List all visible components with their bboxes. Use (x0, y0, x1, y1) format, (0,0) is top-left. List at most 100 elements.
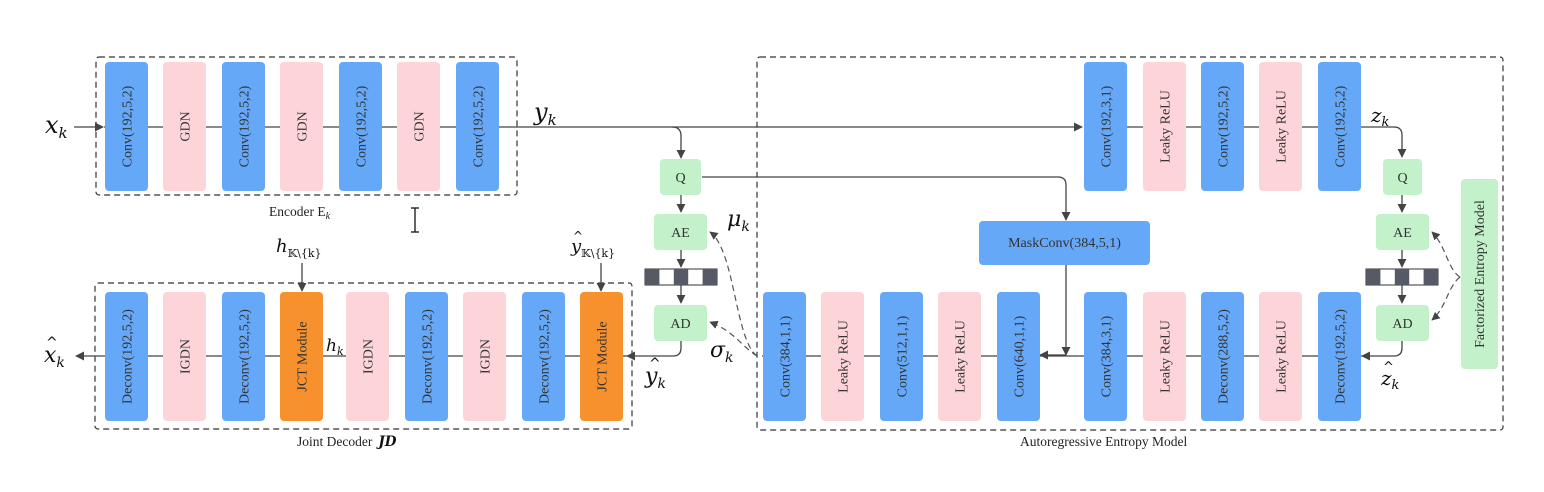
hyper-encoder-block-2: Conv(192,5,2) (1201, 62, 1244, 191)
svg-text:Q: Q (675, 171, 685, 186)
encoder-block-2: Conv(192,5,2) (222, 62, 265, 191)
bitstream-left (644, 268, 718, 286)
symbol-x-hat-out: xk ^ (44, 335, 65, 371)
decoder-block-label-5: Deconv(192,5,2) (421, 309, 436, 404)
q-left: Q (660, 159, 701, 195)
svg-text:y𝕂\{k}: y𝕂\{k} (570, 236, 615, 260)
svg-text:AE: AE (671, 226, 690, 241)
encoder-block-label-6: Conv(192,5,2) (472, 85, 487, 167)
symbol-mu: μk (727, 207, 750, 235)
svg-text:Q: Q (1397, 171, 1407, 186)
svg-text:zk: zk (1380, 366, 1400, 393)
symbol-h-set: h𝕂\{k} (276, 236, 322, 260)
encoder-block-1: GDN (163, 62, 206, 191)
decoder-block-label-3: JCT Module (296, 321, 311, 391)
entropy-block-label-7: Deconv(288,5,2) (1217, 309, 1232, 404)
ae-right: AE (1376, 214, 1429, 250)
entropy-block-5: Conv(384,3,1) (1084, 292, 1127, 421)
entropy-block-label-6: Leaky ReLU (1159, 320, 1174, 393)
decoder-block-3: JCT Module (280, 292, 323, 421)
entropy-block-label-9: Deconv(192,5,2) (1334, 309, 1349, 404)
svg-text:AD: AD (670, 317, 690, 332)
entropy-block-4: Conv(640,1,1) (997, 292, 1040, 421)
svg-text:^: ^ (46, 335, 58, 351)
factorized-entropy-model: Factorized Entropy Model (1461, 179, 1498, 369)
svg-text:AD: AD (1392, 317, 1412, 332)
encoder-block-3: GDN (280, 62, 323, 191)
hyper-encoder-block-label-1: Leaky ReLU (1159, 90, 1174, 163)
entropy-model-frame (756, 56, 1504, 431)
hyper-encoder-block-label-3: Leaky ReLU (1275, 90, 1290, 163)
decoder-block-5: Deconv(192,5,2) (405, 292, 448, 421)
decoder-block-label-4: IGDN (362, 339, 377, 374)
symbol-z: zk (1370, 103, 1390, 130)
hyper-encoder-block-label-0: Conv(192,3,1) (1100, 85, 1115, 167)
ad-right: AD (1376, 305, 1429, 341)
svg-text:^: ^ (573, 229, 583, 243)
encoder-block-0: Conv(192,5,2) (105, 62, 148, 191)
svg-text:AE: AE (1393, 226, 1412, 241)
entropy-model-caption: Autoregressive Entropy Model (1020, 434, 1187, 449)
svg-text:^: ^ (649, 356, 661, 372)
svg-text:^: ^ (1383, 360, 1394, 375)
svg-text:MaskConv(384,5,1): MaskConv(384,5,1) (1008, 236, 1121, 251)
decoder-block-label-6: IGDN (479, 339, 494, 374)
encoder-caption: Encoder Ek (269, 204, 331, 222)
entropy-block-7: Deconv(288,5,2) (1201, 292, 1244, 421)
decoder-block-0: Deconv(192,5,2) (105, 292, 148, 421)
decoder-block-2: Deconv(192,5,2) (222, 292, 265, 421)
entropy-block-8: Leaky ReLU (1259, 292, 1302, 421)
bitstream-right (1365, 268, 1439, 286)
hyper-encoder-block-4: Conv(192,5,2) (1318, 62, 1361, 191)
decoder-block-label-2: Deconv(192,5,2) (238, 309, 253, 404)
hyper-encoder-block-1: Leaky ReLU (1143, 62, 1186, 191)
text-cursor-icon (411, 207, 419, 233)
encoder-block-5: GDN (397, 62, 440, 191)
entropy-block-label-3: Leaky ReLU (954, 320, 969, 393)
decoder-block-6: IGDN (463, 292, 506, 421)
symbol-sigma: σk (710, 338, 734, 366)
entropy-block-1: Leaky ReLU (821, 292, 864, 421)
encoder-block-label-5: GDN (413, 111, 428, 141)
entropy-block-label-1: Leaky ReLU (837, 320, 852, 393)
decoder-block-label-0: Deconv(192,5,2) (121, 309, 136, 404)
hyper-encoder-block-0: Conv(192,3,1) (1084, 62, 1127, 191)
decoder-block-label-7: Deconv(192,5,2) (538, 309, 553, 404)
encoder-block-label-1: GDN (179, 111, 194, 141)
entropy-block-label-8: Leaky ReLU (1275, 320, 1290, 393)
svg-text:xk: xk (44, 343, 65, 371)
ae-left: AE (654, 214, 707, 250)
entropy-block-6: Leaky ReLU (1143, 292, 1186, 421)
symbol-x-in: xk (45, 111, 68, 142)
decoder-block-7: Deconv(192,5,2) (522, 292, 565, 421)
entropy-block-label-4: Conv(640,1,1) (1013, 315, 1028, 397)
decoder-block-4: IGDN (346, 292, 389, 421)
symbol-y-hat: yk ^ (644, 356, 666, 392)
entropy-block-3: Leaky ReLU (938, 292, 981, 421)
encoder-block-label-4: Conv(192,5,2) (355, 85, 370, 167)
entropy-block-label-5: Conv(384,3,1) (1100, 315, 1115, 397)
svg-text:Factorized Entropy Model: Factorized Entropy Model (1473, 200, 1488, 348)
entropy-block-0: Conv(384,1,1) (763, 292, 806, 421)
maskconv-block: MaskConv(384,5,1) (979, 221, 1150, 265)
hyper-encoder-block-3: Leaky ReLU (1259, 62, 1302, 191)
decoder-block-label-8: JCT Module (596, 321, 611, 391)
ad-left: AD (654, 305, 707, 341)
encoder-block-label-2: Conv(192,5,2) (238, 85, 253, 167)
symbol-h-k: hk (326, 336, 344, 358)
decoder-block-1: IGDN (163, 292, 206, 421)
svg-text:yk: yk (644, 364, 666, 392)
hyper-encoder-block-label-2: Conv(192,5,2) (1217, 85, 1232, 167)
encoder-block-label-3: GDN (296, 111, 311, 141)
hyper-encoder-block-label-4: Conv(192,5,2) (1334, 85, 1349, 167)
encoder-block-label-0: Conv(192,5,2) (121, 85, 136, 167)
encoder-block-4: Conv(192,5,2) (339, 62, 382, 191)
symbol-y-hat-set: y𝕂\{k} ^ (570, 229, 615, 260)
encoder-block-6: Conv(192,5,2) (456, 62, 499, 191)
q-right: Q (1383, 159, 1422, 195)
entropy-block-label-0: Conv(384,1,1) (779, 315, 794, 397)
entropy-block-9: Deconv(192,5,2) (1318, 292, 1361, 421)
entropy-block-2: Conv(512,1,1) (880, 292, 923, 421)
symbol-z-hat: zk ^ (1380, 360, 1400, 393)
